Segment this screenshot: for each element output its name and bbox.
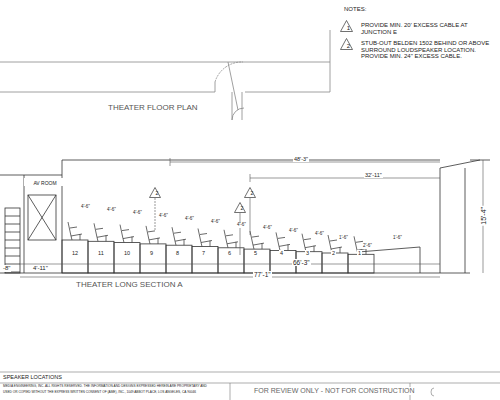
seat-symbol: [172, 227, 186, 245]
row-number: 12: [71, 250, 79, 256]
note-number: 1: [340, 20, 357, 31]
row-number: 3: [305, 250, 310, 256]
room-label: AV ROOM: [24, 178, 66, 186]
title-block: [0, 372, 500, 400]
stair-tread: [5, 240, 20, 241]
seat-symbol: [94, 223, 108, 241]
notes-heading: NOTES:: [343, 6, 367, 13]
riser-step: [348, 254, 374, 273]
row-number: 1: [357, 250, 362, 256]
seat-symbol: [68, 222, 82, 240]
step-dimension: 4'-6": [262, 226, 273, 231]
note-text: STUB-OUT BELDEN 1502 BEHIND OR ABOVE SUR…: [360, 40, 496, 60]
step-dimension: 2'-6": [362, 244, 373, 249]
seating-risers: [62, 240, 374, 273]
step-dimension: 4'-6": [158, 214, 169, 219]
dimension: 32'-11": [364, 172, 383, 178]
row-number: 2: [331, 250, 336, 256]
dimension-lines: [20, 158, 483, 277]
note-text: PROVIDE MIN. 20' EXCESS CABLE AT JUNCTIO…: [360, 22, 494, 35]
stair-tread: [5, 232, 20, 233]
seat-symbol: [224, 230, 238, 248]
stair-tread: [5, 272, 20, 273]
note-number: 2: [340, 38, 357, 49]
riser-step: [114, 243, 140, 273]
seat-symbol: [276, 232, 290, 250]
riser-step: [166, 245, 192, 273]
view-title: THEATER FLOOR PLAN: [107, 104, 199, 113]
step-dimension: 4'-6": [184, 217, 195, 222]
step-dimension: 1'-6": [338, 236, 349, 241]
sheet-title: SPEAKER LOCATIONS: [2, 374, 63, 380]
view-title: THEATER LONG SECTION A: [75, 281, 184, 290]
seat-symbol: [146, 226, 160, 244]
copyright-text: USED OR COPIED WITHOUT THE EXPRESS WRITT…: [2, 391, 197, 395]
sloped-floor: [358, 247, 420, 273]
step-dimension: 1'-6": [392, 236, 403, 241]
dimension: 15'-4": [480, 206, 488, 226]
note-triangle: 2: [340, 38, 357, 50]
section-walls: [0, 160, 490, 273]
step-dimension: 4'-6": [80, 205, 91, 210]
row-number: 8: [175, 250, 180, 256]
seat-symbol: [250, 231, 264, 249]
copyright-text: MEDIA ENGINEERING, INC. ALL RIGHTS RESER…: [2, 385, 208, 389]
seat-symbol: [198, 229, 212, 247]
dimension: 66'-3": [292, 259, 311, 266]
riser-step: [140, 244, 166, 273]
step-dimension: 4'-6": [106, 208, 117, 213]
step-dimension: 4'-6": [236, 223, 247, 228]
note-triangle: 2: [149, 187, 165, 198]
triangle-outline: [244, 187, 256, 198]
triangle-outline: [149, 187, 161, 198]
triangle-outline: [340, 38, 353, 50]
note-triangle: 1: [340, 20, 357, 32]
note-number: 2: [149, 187, 165, 196]
floor-plan: [0, 30, 330, 120]
dimension: 4'-11": [32, 265, 49, 272]
riser-step: [192, 247, 218, 274]
step-dimension: 4'-6": [132, 211, 143, 216]
row-number: 11: [97, 250, 105, 256]
note-triangle: 2: [234, 202, 250, 213]
triangle-outline: [340, 20, 353, 32]
riser-step: [62, 240, 88, 273]
note-triangle: 2: [244, 187, 260, 198]
riser-step: [244, 249, 270, 273]
step-dimension: 4'-6": [210, 220, 221, 225]
note-number: 2: [234, 202, 250, 211]
dimension: -8": [2, 265, 11, 272]
room-box: AV ROOM: [24, 178, 66, 193]
row-number: 7: [201, 250, 206, 256]
stair-tread: [5, 224, 20, 225]
row-number: 5: [253, 250, 258, 256]
step-dimension: 4'-6": [288, 229, 299, 234]
row-number: 4: [279, 250, 284, 256]
riser-step: [88, 241, 114, 273]
dimension: 48'-3": [293, 156, 309, 162]
step-dimension: 4'-6": [314, 232, 325, 237]
note-number: 2: [244, 187, 260, 196]
seat-symbol: [120, 225, 134, 243]
row-number: 10: [123, 250, 131, 256]
stair-tread: [5, 248, 20, 249]
dimension: 77'-1": [253, 271, 272, 278]
theater-seats: [68, 222, 368, 254]
stair-tread: [5, 216, 20, 217]
stair-treads: [5, 216, 20, 272]
row-number: 6: [227, 250, 232, 256]
stair-tread: [5, 256, 20, 257]
triangle-outline: [234, 202, 246, 213]
row-number: 9: [149, 250, 154, 256]
review-stamp: FOR REVIEW ONLY - NOT FOR CONSTRUCTION: [253, 387, 416, 395]
